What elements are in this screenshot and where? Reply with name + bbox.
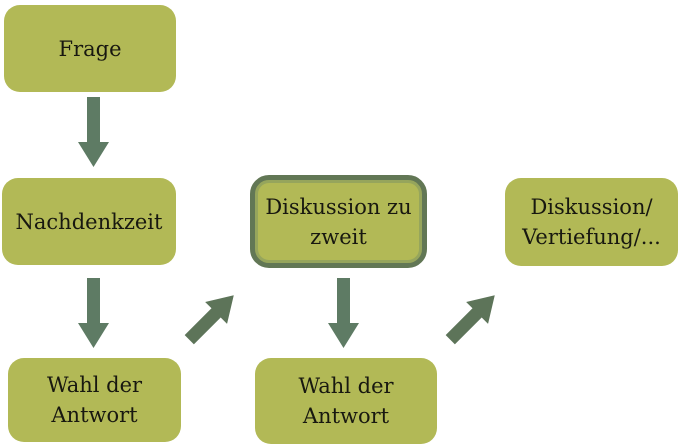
- node-diskussion-vertiefung-label: Diskussion/ Vertiefung/...: [522, 195, 661, 249]
- down-arrow-icon: [328, 278, 359, 348]
- down-arrow-icon: [78, 278, 109, 348]
- node-frage: Frage: [4, 5, 176, 92]
- node-nachdenkzeit: Nachdenkzeit: [2, 178, 176, 265]
- up-right-arrow-icon: [445, 295, 495, 345]
- node-wahl-der-antwort-links-label: Wahl der Antwort: [46, 373, 143, 427]
- node-wahl-der-antwort-mitte-label: Wahl der Antwort: [298, 374, 394, 428]
- node-diskussion-vertiefung: Diskussion/ Vertiefung/...: [505, 178, 678, 266]
- node-diskussion-zu-zweit-label: Diskussion zu zweit: [265, 194, 412, 249]
- node-wahl-der-antwort-links: Wahl der Antwort: [8, 358, 181, 442]
- node-wahl-der-antwort-mitte: Wahl der Antwort: [255, 358, 437, 444]
- node-diskussion-zu-zweit: Diskussion zu zweit: [250, 175, 427, 268]
- down-arrow-icon: [78, 97, 109, 167]
- node-nachdenkzeit-label: Nachdenkzeit: [15, 209, 163, 234]
- up-right-arrow-icon: [184, 295, 234, 345]
- node-frage-label: Frage: [58, 36, 122, 61]
